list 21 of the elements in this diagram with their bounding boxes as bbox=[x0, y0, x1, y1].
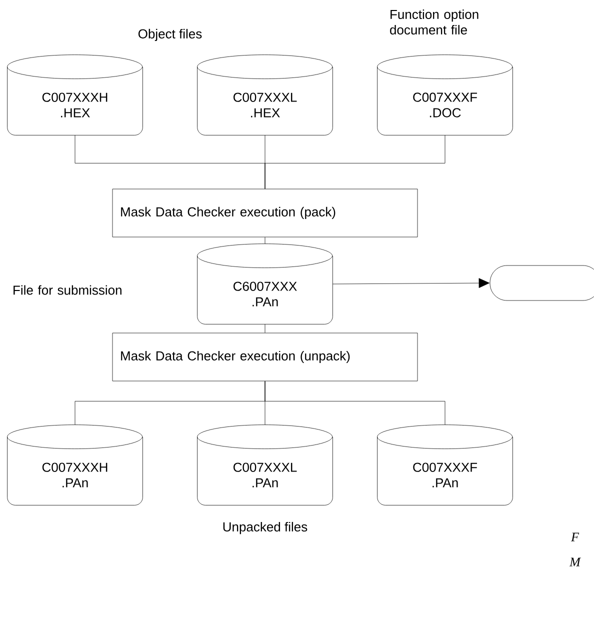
cylinder: C007XXXL .HEX bbox=[197, 54, 333, 136]
process-box: Mask Data Checker execution (unpack) bbox=[112, 332, 418, 382]
connector bbox=[264, 135, 446, 189]
label: F bbox=[570, 532, 580, 542]
connector bbox=[264, 324, 266, 333]
connector bbox=[264, 237, 266, 244]
cylinder: C6007XXX .PAn bbox=[197, 244, 333, 324]
connector bbox=[264, 381, 446, 425]
label: File for submission bbox=[14, 285, 122, 295]
terminal-shape bbox=[490, 265, 594, 301]
connector bbox=[332, 278, 490, 288]
label: Object files bbox=[138, 28, 202, 42]
cylinder: C007XXXF .DOC bbox=[377, 54, 513, 136]
cylinder: C007XXXL .PAn bbox=[197, 424, 333, 506]
cylinder: C007XXXH .PAn bbox=[7, 424, 143, 506]
label: M bbox=[569, 558, 582, 566]
process-box: Mask Data Checker execution (pack) bbox=[112, 188, 418, 238]
cylinder: C007XXXF .PAn bbox=[377, 424, 513, 506]
cylinder: C007XXXH .HEX bbox=[7, 54, 143, 136]
label: Unpacked files bbox=[223, 522, 308, 534]
label: Function option document file bbox=[390, 9, 478, 35]
